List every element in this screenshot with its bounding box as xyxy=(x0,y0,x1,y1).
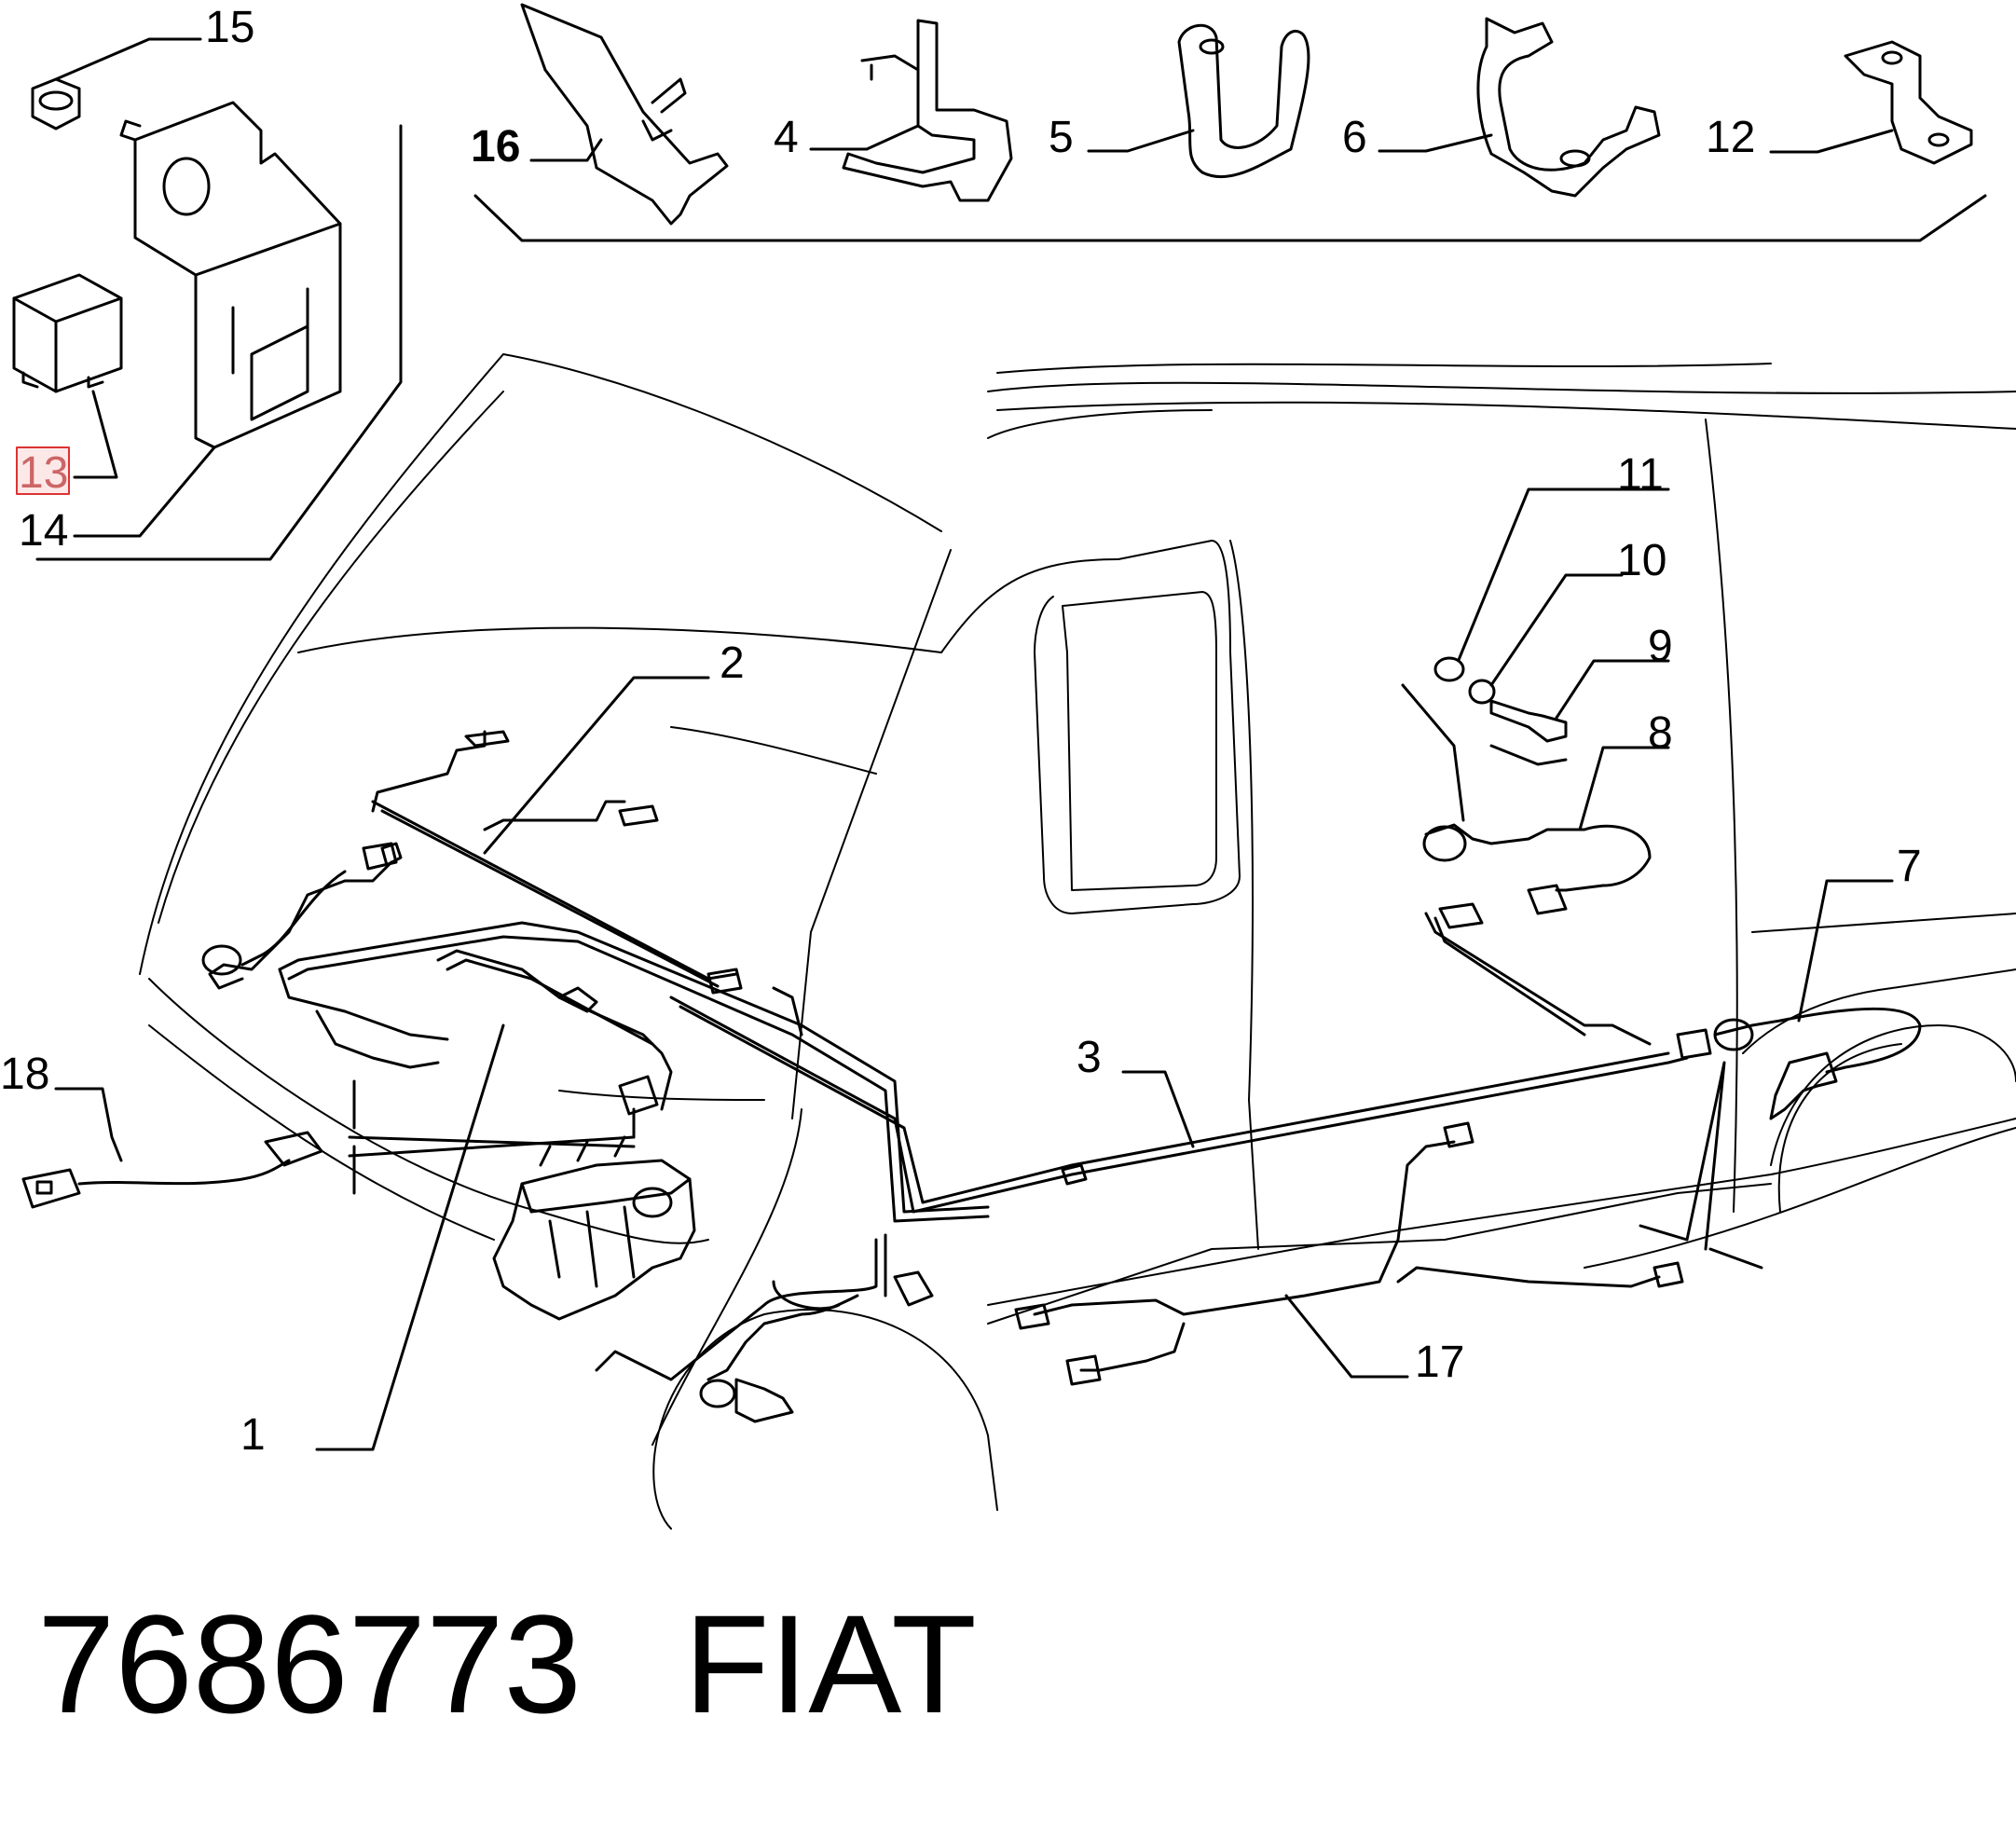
leader-12 xyxy=(1769,129,1894,154)
clip-4-icon xyxy=(842,19,1013,202)
callout-3: 3 xyxy=(1077,1033,1102,1082)
callout-11: 11 xyxy=(1617,450,1664,500)
callout-12: 12 xyxy=(1706,113,1755,162)
callout-8: 8 xyxy=(1648,708,1673,758)
harness-2 xyxy=(208,730,743,995)
relay-bracket-icon xyxy=(119,101,342,449)
leader-6 xyxy=(1378,133,1493,153)
vehicle-body xyxy=(139,353,2016,1530)
sensor-front-upper-icon xyxy=(201,842,398,976)
leader-4 xyxy=(809,124,920,151)
callout-6: 6 xyxy=(1342,113,1367,162)
washer-11-icon xyxy=(1433,656,1465,682)
clamp-5-icon xyxy=(1177,23,1310,179)
leader-13 xyxy=(73,390,118,479)
leader-10 xyxy=(1489,573,1624,687)
brand-name: FIAT xyxy=(683,1586,977,1742)
bracket-12-icon xyxy=(1844,40,1973,165)
abs-modulator-icon xyxy=(492,1135,696,1321)
callout-16: 16 xyxy=(471,122,520,172)
callout-14: 14 xyxy=(19,506,68,556)
leader-11 xyxy=(1457,487,1670,662)
callout-17: 17 xyxy=(1415,1338,1464,1387)
leader-18 xyxy=(54,1087,123,1162)
callout-10: 10 xyxy=(1617,536,1666,585)
leader-3 xyxy=(1121,1070,1195,1148)
leader-9 xyxy=(1555,659,1670,720)
sensor-front-lower-icon xyxy=(699,1294,859,1423)
harness-3 xyxy=(669,902,1712,1214)
washer-10-icon xyxy=(1468,679,1496,705)
leader-1 xyxy=(315,1023,505,1451)
part-number: 7686773 xyxy=(37,1586,582,1742)
inset-frame-top xyxy=(473,194,1987,242)
callout-4: 4 xyxy=(774,113,799,162)
ref-line-abs-1 xyxy=(348,1135,636,1148)
relay-icon xyxy=(12,273,123,393)
callout-15: 15 xyxy=(205,3,254,52)
ref-line-8 xyxy=(1401,683,1568,822)
bracket-6-icon xyxy=(1476,17,1661,198)
ref-line-abs-2 xyxy=(348,1135,636,1158)
callout-1: 1 xyxy=(240,1410,266,1460)
leader-14 xyxy=(73,446,216,538)
sensor-7-icon xyxy=(1713,1007,1922,1120)
callout-18: 18 xyxy=(0,1050,49,1099)
sensor-18-icon xyxy=(21,1131,323,1209)
inset-frame-left xyxy=(35,124,403,561)
harness-1 xyxy=(278,921,990,1381)
leader-7 xyxy=(1797,879,1894,1023)
leader-8 xyxy=(1578,746,1670,831)
leader-16 xyxy=(529,138,603,162)
harness-17 xyxy=(1014,1121,1684,1386)
clip-16-icon xyxy=(520,3,729,226)
callout-13-highlight xyxy=(16,446,70,495)
sensor-8-icon xyxy=(1422,823,1652,915)
callout-7: 7 xyxy=(1897,842,1922,891)
callout-5: 5 xyxy=(1049,113,1074,162)
callout-9: 9 xyxy=(1648,622,1673,671)
leader-15 xyxy=(54,37,202,81)
bolt-9-icon xyxy=(1489,699,1568,743)
leader-17 xyxy=(1284,1294,1409,1379)
ref-line-7 xyxy=(1639,1061,1763,1270)
leader-5 xyxy=(1087,129,1195,153)
callout-2: 2 xyxy=(720,639,745,688)
callout-13: 13 xyxy=(19,448,68,498)
nut-icon xyxy=(31,77,81,130)
leader-2 xyxy=(483,676,710,855)
